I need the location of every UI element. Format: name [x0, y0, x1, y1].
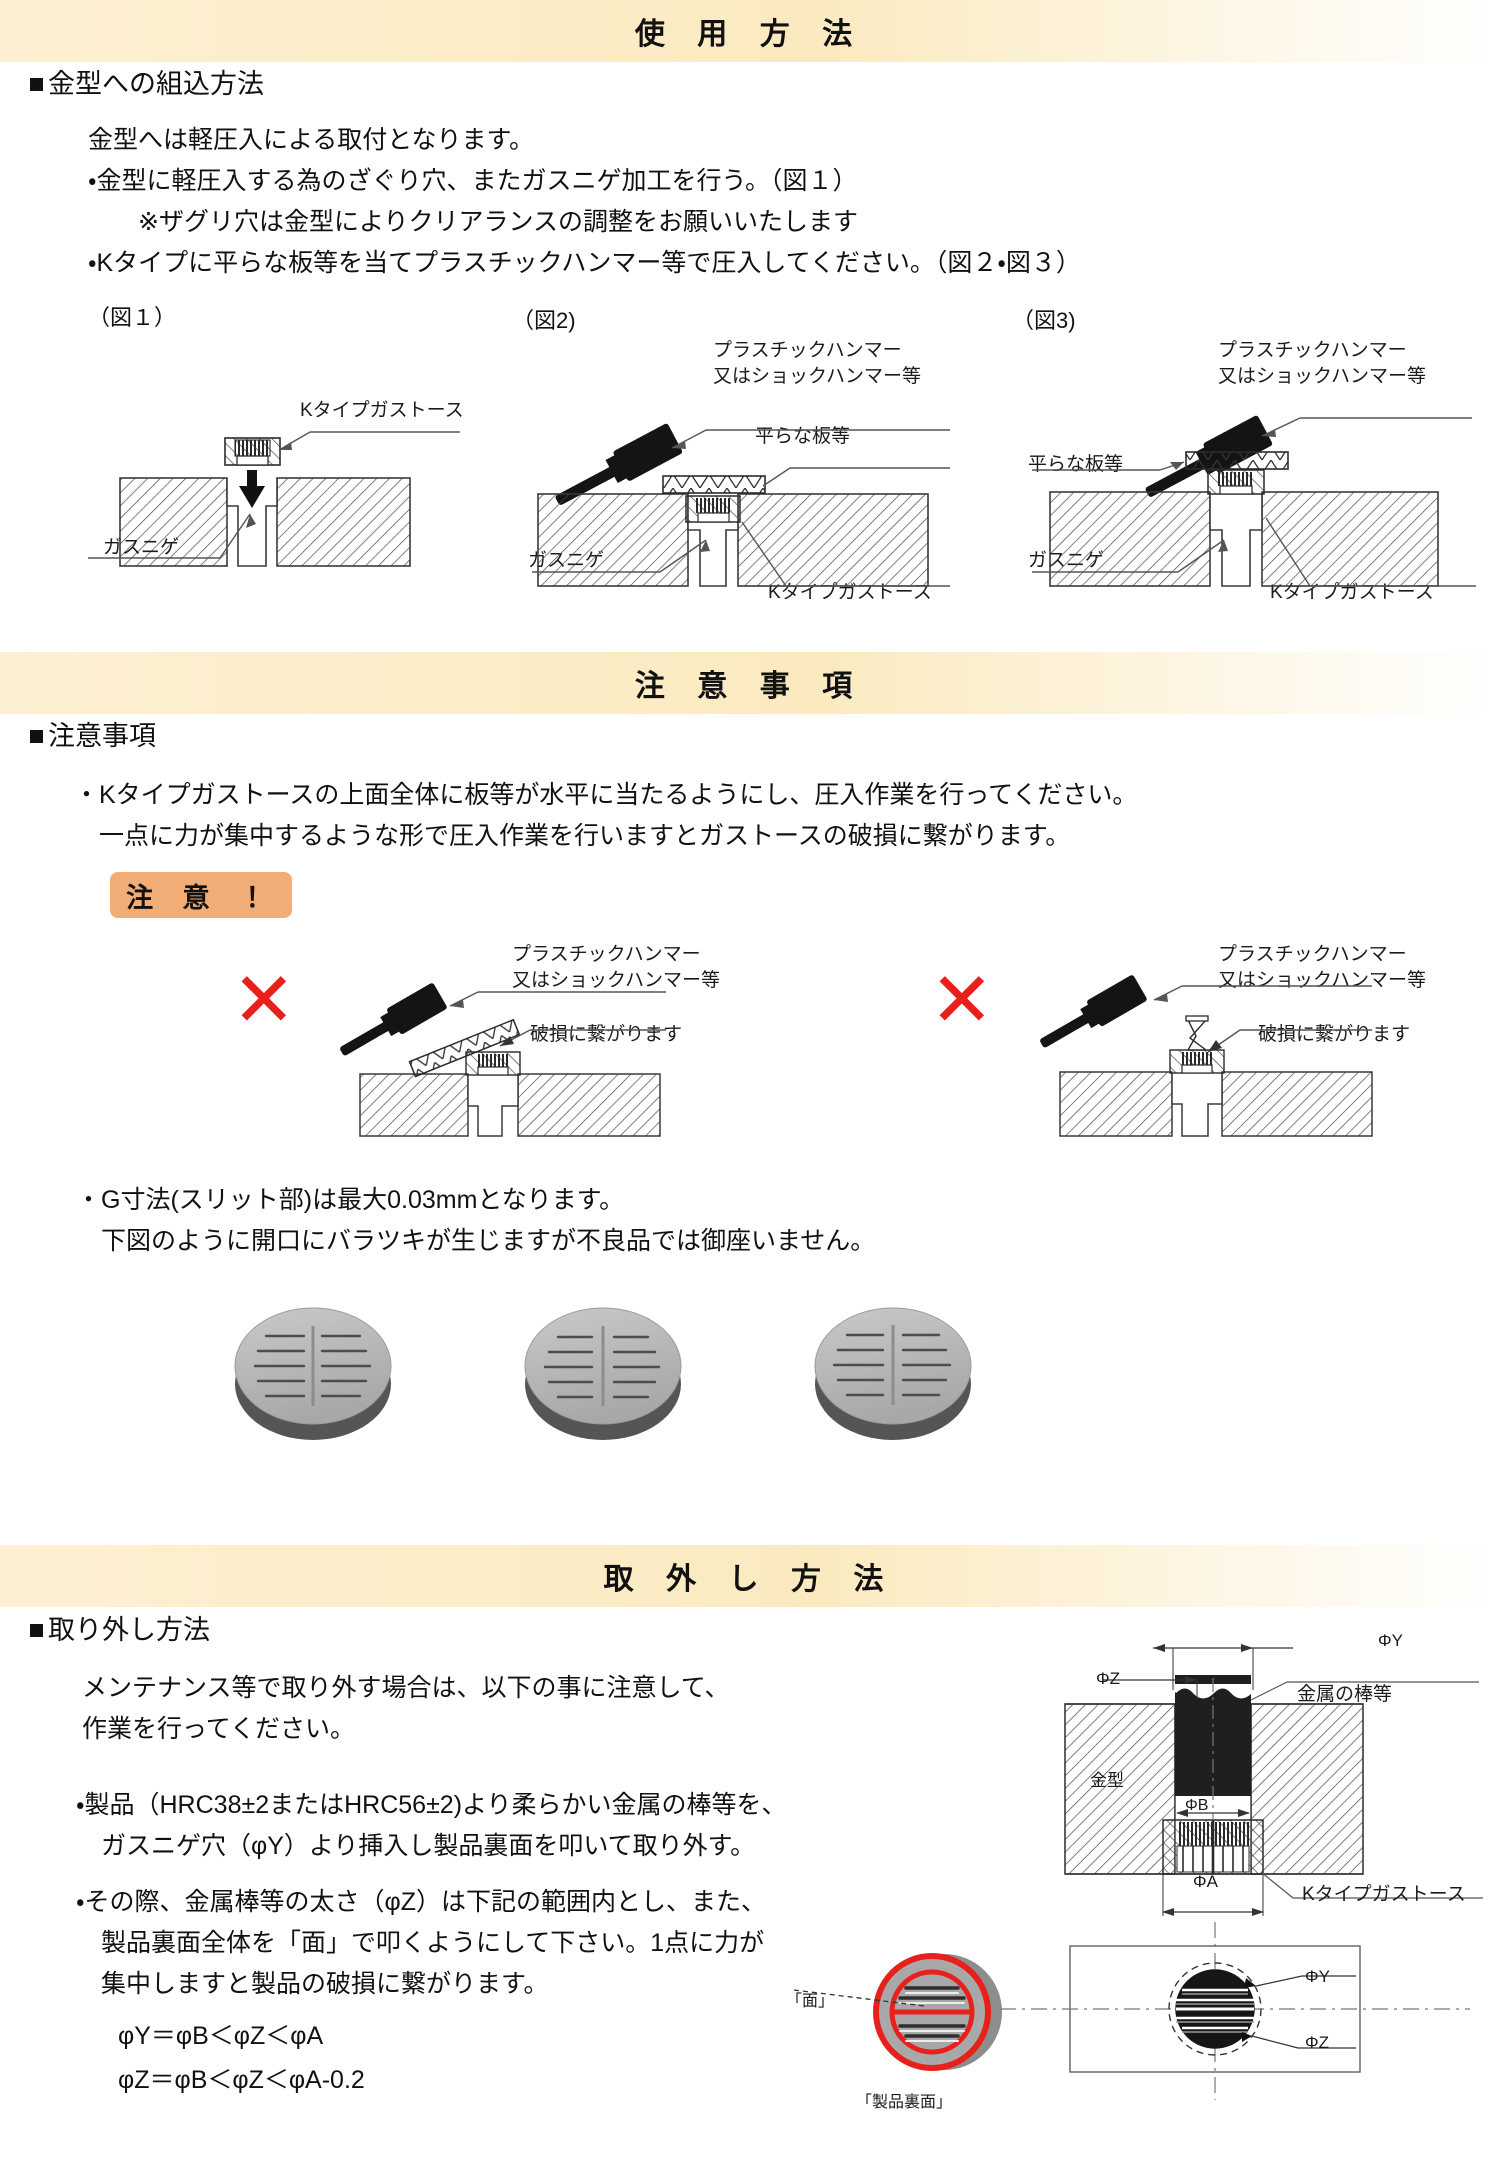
label-phi-z-top: ΦZ [1096, 1669, 1120, 1688]
figure2-label: （図2) [512, 308, 576, 333]
cross-mark-icon-right: ✕ [930, 955, 994, 1044]
caution-body-text: ・Kタイプガストースの上面全体に板等が水平に当たるようにし、圧入作業を行ってくだ… [74, 781, 1138, 850]
label-mold: 金型 [1090, 1771, 1124, 1790]
figure2-diagram [532, 423, 950, 587]
figure2-callout-hammer: プラスチックハンマー 又はショックハンマー等 [713, 340, 922, 387]
product-disc-sample-2 [524, 1307, 682, 1440]
removal-bullet-1: ・製品（HRC38±2またはHRC56±2)より柔らかい金属の棒等を、 ガスニゲ… [76, 1791, 787, 1860]
label-phi-a: ΦA [1193, 1872, 1218, 1891]
usage-body-text: 金型へは軽圧入による取付となります。 ・金型に軽圧入する為のざぐり穴、またガスニ… [88, 126, 1081, 277]
bad1-callout-hammer: プラスチックハンマー 又はショックハンマー等 [512, 944, 721, 991]
figure3-callout-ktype: Kタイプガストース [1270, 582, 1434, 603]
product-disc-sample-3 [814, 1307, 972, 1440]
label-phi-b: ΦB [1185, 1797, 1209, 1814]
label-ktype-product: Kタイプガストース [1302, 1884, 1466, 1905]
bad1-callout-damage: 破損に繋がります [530, 1024, 683, 1045]
figure1-diagram [88, 431, 460, 567]
band-title-usage: 使 用 方 法 [634, 17, 864, 52]
figure1-callout-gasnige: ガスニゲ [103, 537, 180, 558]
figure3-diagram [1032, 415, 1476, 587]
figure1-callout-ktype: Kタイプガストース [300, 400, 464, 421]
photo-caption-product-back: 「製品裏面」 [856, 2094, 953, 2111]
section-band-removal: 取 外 し 方 法 [0, 1545, 1498, 1607]
label-metal-rod: 金属の棒等 [1297, 1684, 1393, 1705]
figure2-callout-plate: 平らな板等 [755, 426, 851, 447]
removal-cross-section-drawing [1064, 1644, 1483, 1916]
section-band-usage: 使 用 方 法 [0, 0, 1498, 62]
warning-badge: 注 意 ！ [110, 872, 292, 918]
label-phi-y-top: ΦY [1378, 1631, 1403, 1650]
photo-callout-face: 「面」 [786, 1993, 835, 2010]
bullet-square-icon [30, 78, 43, 91]
removal-plan-view-drawing [1000, 1922, 1470, 2100]
product-disc-sample-1 [234, 1307, 392, 1440]
label-phi-z-plan: ΦZ [1305, 2033, 1329, 2052]
removal-intro-text: メンテナンス等で取り外す場合は、以下の事に注意して、 作業を行ってください。 [82, 1674, 730, 1743]
band-title-caution: 注 意 事 項 [634, 669, 864, 704]
figure3-callout-hammer: プラスチックハンマー 又はショックハンマー等 [1218, 340, 1427, 387]
slit-dimension-note: ・G寸法(スリット部)は最大0.03mmとなります。 下図のように開口にバラツキ… [76, 1186, 876, 1255]
bullet-square-icon [30, 1624, 43, 1637]
heading-usage: 金型への組込方法 [30, 62, 264, 101]
label-phi-y-plan: ΦY [1305, 1967, 1330, 1986]
formula-line-1: φY＝φB＜φZ＜φA [118, 2022, 324, 2050]
heading-removal: 取り外し方法 [30, 1608, 210, 1647]
bad-example-right-diagram [1040, 975, 1373, 1137]
heading-caution: 注意事項 [30, 714, 156, 753]
cross-mark-icon-left: ✕ [232, 955, 296, 1044]
product-back-photo [793, 1953, 1002, 2071]
bad-example-left-diagram [340, 983, 666, 1137]
formula-line-2: φZ＝φB＜φZ＜φA-0.2 [118, 2066, 365, 2094]
removal-bullet-2: ・その際、金属棒等の太さ（φZ）は下記の範囲内とし、また、 製品裏面全体を「面」… [76, 1888, 766, 1998]
bullet-square-icon [30, 730, 43, 743]
figure1-label: （図１） [88, 305, 177, 330]
bad2-callout-damage: 破損に繋がります [1258, 1024, 1411, 1045]
figure3-label: （図3) [1012, 308, 1076, 333]
band-title-removal: 取 外 し 方 法 [603, 1562, 895, 1597]
figure2-callout-ktype: Kタイプガストース [768, 582, 932, 603]
section-band-caution: 注 意 事 項 [0, 652, 1498, 714]
